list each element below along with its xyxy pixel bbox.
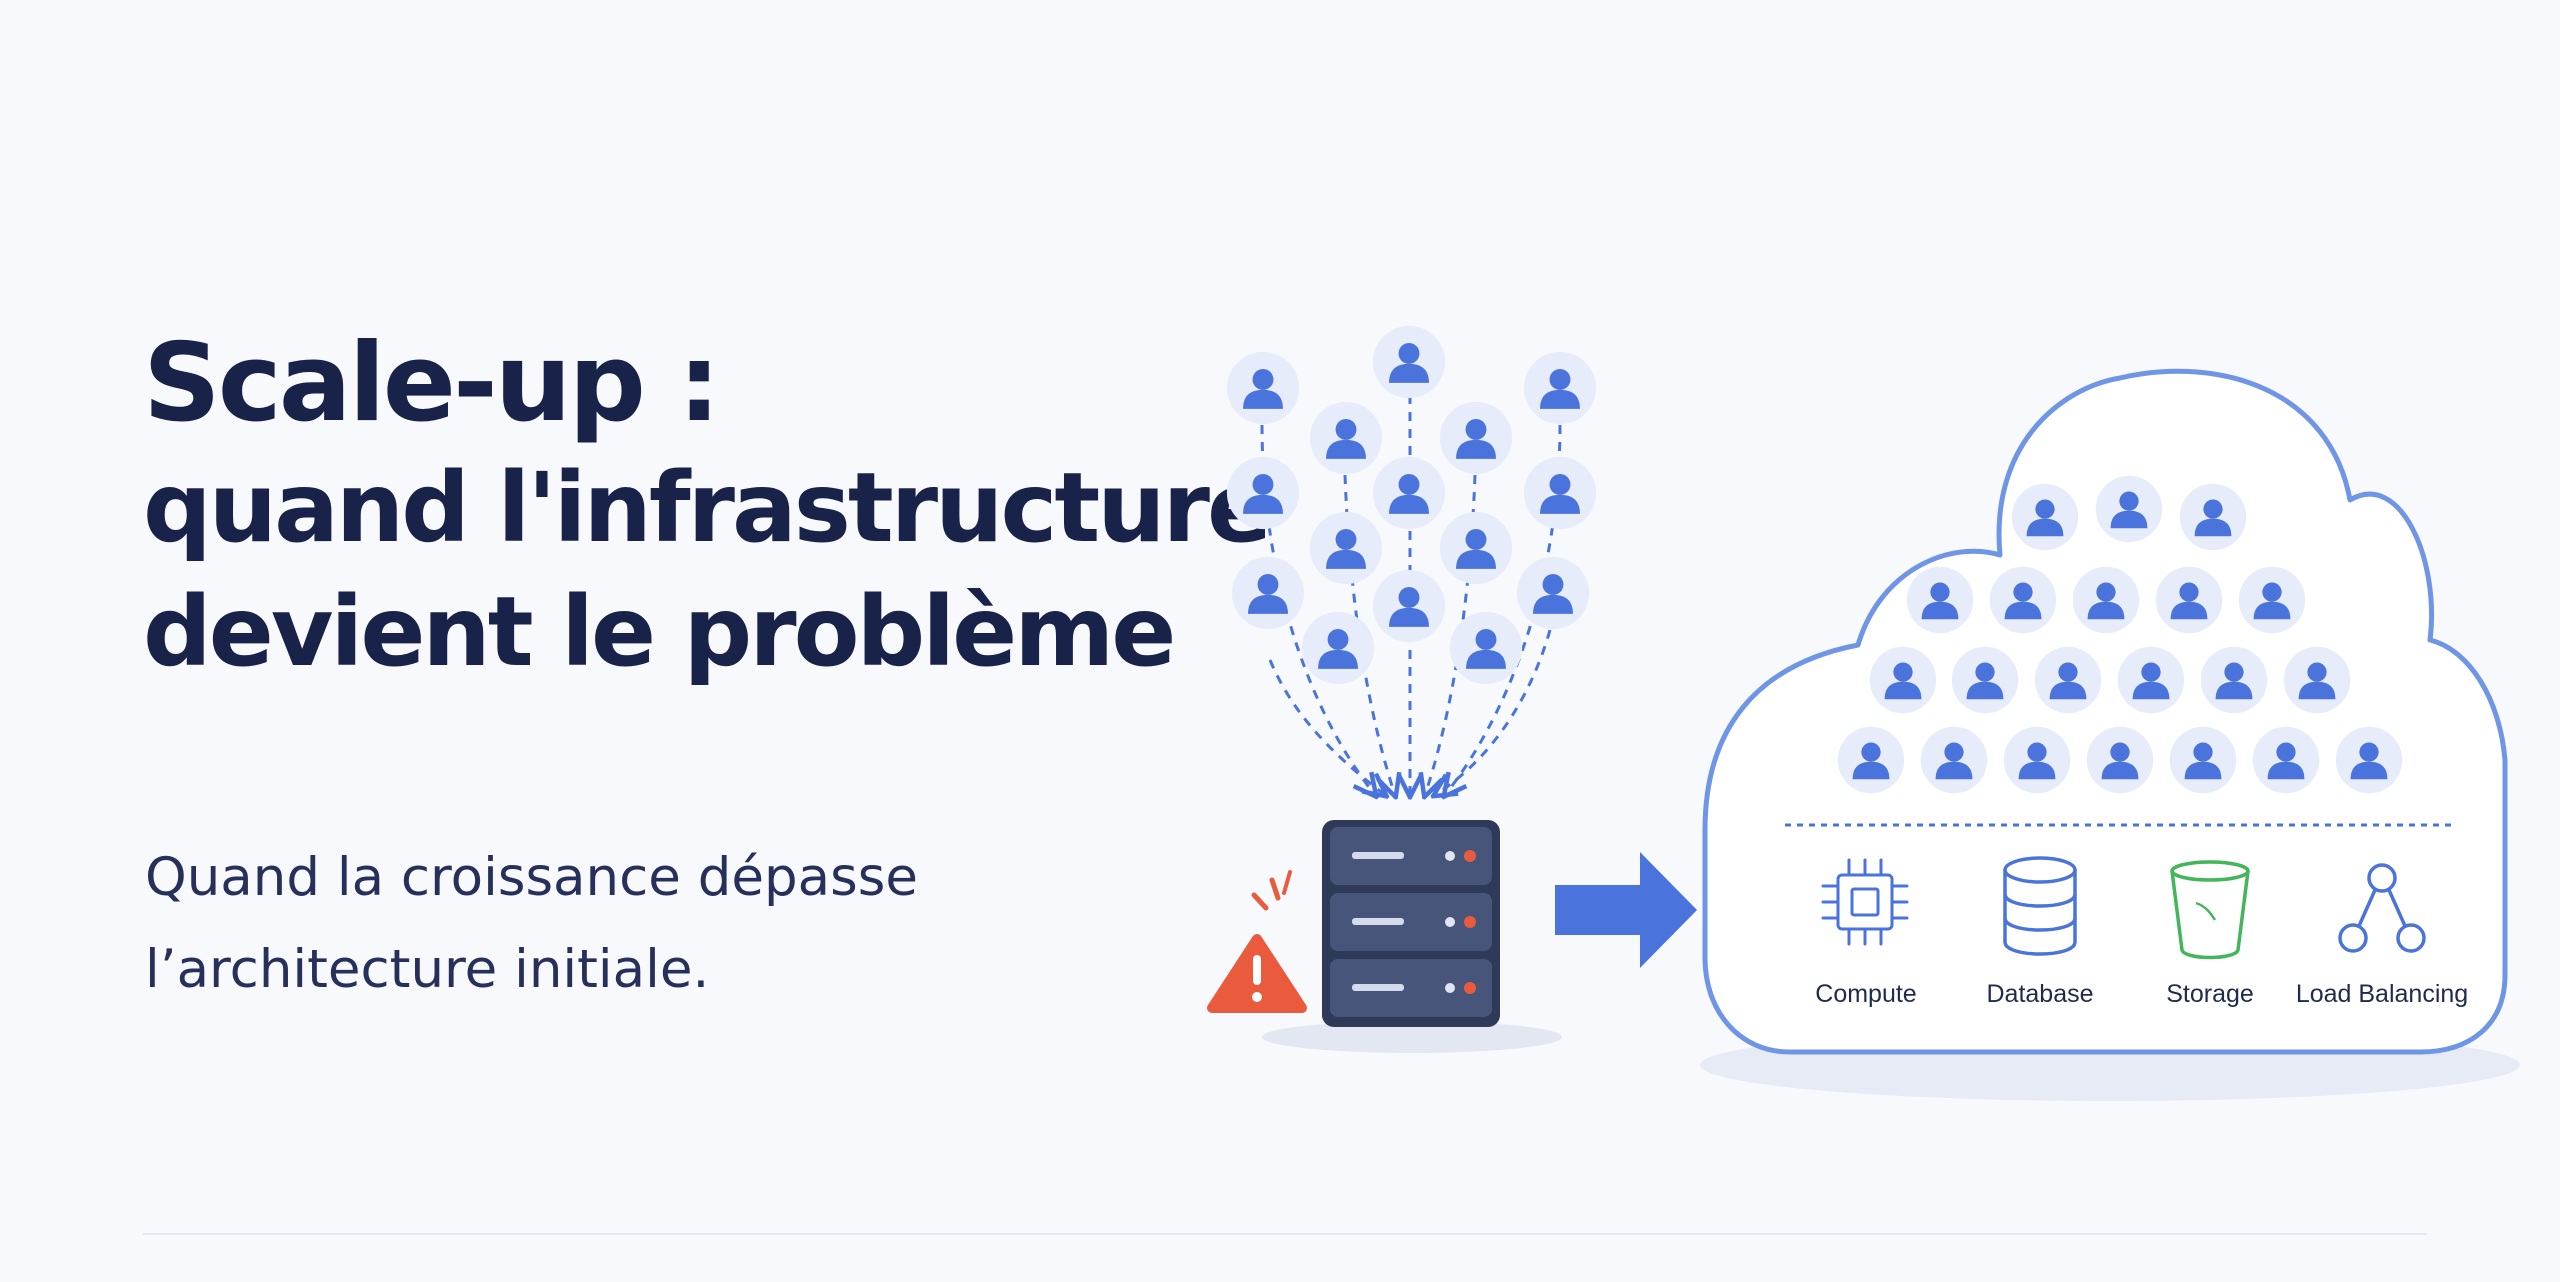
title-line-3: devient le problème [143, 576, 1176, 688]
service-label: Database [1986, 980, 2093, 1008]
user-icon [1372, 325, 1446, 399]
bottom-divider [143, 1233, 2427, 1235]
user-icon [2117, 646, 2185, 714]
request-arrow [1268, 659, 1385, 795]
user-icon [1309, 511, 1383, 585]
cpu-chip-icon [1821, 858, 1909, 946]
user-icon [2169, 726, 2237, 794]
user-icon [1920, 726, 1988, 794]
user-icon [2179, 483, 2247, 551]
user-icon [2155, 566, 2223, 634]
page-title: Scale-up : quand l'infrastructure devien… [143, 321, 1272, 694]
user-icon [2003, 726, 2071, 794]
load-balancer-icon [2338, 863, 2426, 953]
user-icon [2283, 646, 2351, 714]
user-icon [1309, 401, 1383, 475]
request-arrow [1435, 629, 1552, 795]
service-database: Database [1986, 856, 2094, 1008]
user-icon [2072, 566, 2140, 634]
user-icon [1449, 611, 1523, 685]
user-icon [1906, 566, 1974, 634]
user-icon [1837, 726, 1905, 794]
service-label: Load Balancing [2296, 980, 2468, 1008]
user-icon [2252, 726, 2320, 794]
title-line-2: quand l'infrastructure [143, 452, 1272, 564]
user-icon [1523, 351, 1597, 425]
service-compute: Compute [1815, 858, 1917, 1008]
user-icon [1439, 511, 1513, 585]
user-icon [1869, 646, 1937, 714]
user-icon [1301, 611, 1375, 685]
arrow-right-icon [1555, 852, 1697, 968]
service-label: Compute [1815, 980, 1916, 1008]
cloud-icon [1700, 368, 2520, 1101]
server-icon [1262, 820, 1562, 1053]
page-subtitle: Quand la croissance dépasse l’architectu… [145, 832, 1045, 1016]
user-icon [1372, 456, 1446, 530]
user-icon [2034, 646, 2102, 714]
database-icon [2003, 856, 2077, 956]
service-label: Storage [2166, 980, 2254, 1008]
user-icon [2095, 475, 2163, 543]
user-icon [1951, 646, 2019, 714]
user-icon [1231, 556, 1305, 630]
user-crowd [1226, 325, 1597, 685]
user-icon [2011, 483, 2079, 551]
storage-bucket-icon [2170, 860, 2250, 960]
subtitle-line-2: l’architecture initiale. [145, 939, 710, 1000]
warning-icon [1207, 870, 1307, 1013]
user-icon [1226, 456, 1300, 530]
title-line-1: Scale-up : [143, 321, 721, 446]
user-icon [1439, 401, 1513, 475]
user-icon [1989, 566, 2057, 634]
user-icon [2086, 726, 2154, 794]
user-icon [1226, 351, 1300, 425]
user-icon [2238, 566, 2306, 634]
service-load-balancing: Load Balancing [2296, 863, 2468, 1008]
user-icon [2200, 646, 2268, 714]
user-icon [2335, 726, 2403, 794]
subtitle-line-1: Quand la croissance dépasse [145, 847, 918, 908]
service-storage: Storage [2166, 860, 2254, 1008]
user-icon [1516, 556, 1590, 630]
user-icon [1372, 569, 1446, 643]
user-icon [1523, 456, 1597, 530]
